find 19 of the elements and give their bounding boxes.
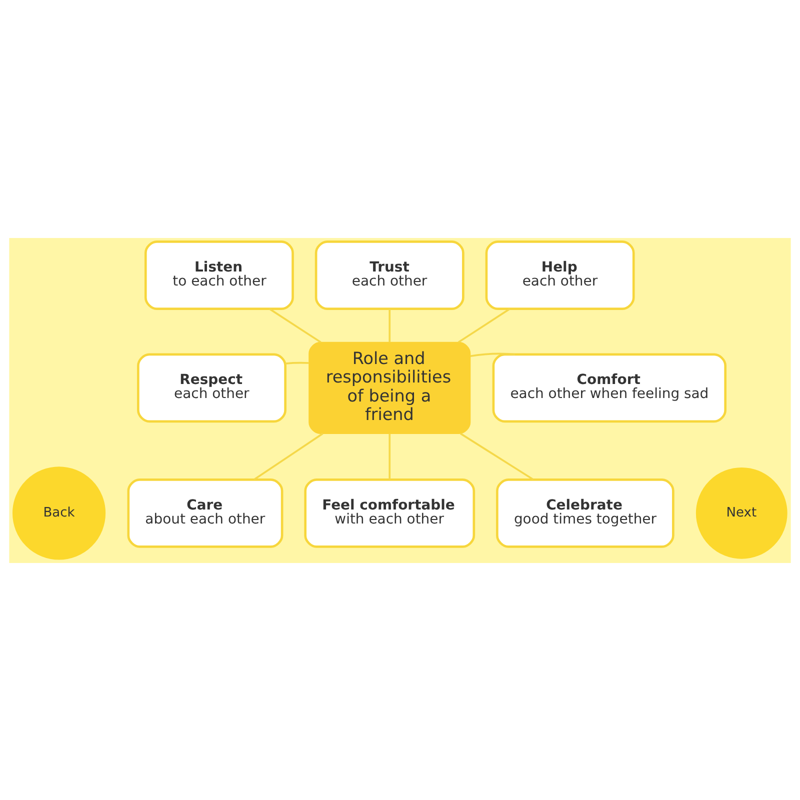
node-circle: Next xyxy=(696,466,788,558)
node-box: Celebrate good times together xyxy=(496,478,674,548)
node-box: Respect each other xyxy=(137,352,286,422)
connector xyxy=(388,433,391,480)
connector xyxy=(285,361,310,364)
connector xyxy=(254,432,324,480)
node-box: Comfort each other when feeling sad xyxy=(492,352,726,422)
node-circle: Back xyxy=(12,466,106,560)
node-box: Role and responsibilities of being a friend xyxy=(308,341,471,434)
connector xyxy=(458,308,510,343)
node-box: Feel comfortable with each other xyxy=(304,478,476,548)
node-box: Trust each other xyxy=(314,240,464,310)
node-box: Listen to each other xyxy=(144,240,294,310)
connector xyxy=(268,308,322,343)
connector xyxy=(470,352,516,357)
connector xyxy=(388,308,391,342)
node-box: Care about each other xyxy=(127,478,284,548)
connector xyxy=(460,432,534,480)
node-box: Help each other xyxy=(485,240,635,310)
